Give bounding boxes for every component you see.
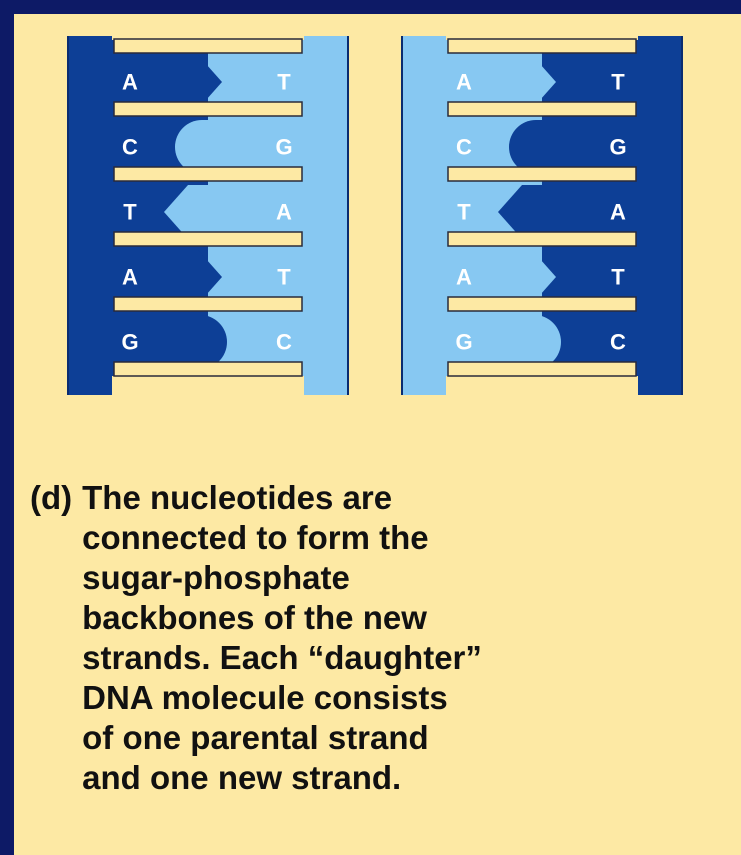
base-label-left: T [123,200,137,225]
base-label-right: G [609,135,626,160]
ladder-rung [448,297,636,311]
base-label-right: T [611,70,625,95]
figure-caption: (d) The nucleotides are connected to for… [30,478,710,798]
caption-marker: (d) [30,478,82,798]
base-label-right: A [276,200,292,225]
dna-molecule: A T C G T A A T G C [402,36,682,395]
base-label-right: G [275,135,292,160]
base-label-right: T [277,70,291,95]
base-label-left: T [457,200,471,225]
base-label-right: T [277,265,291,290]
ladder-rung [114,232,302,246]
ladder-rung [114,297,302,311]
ladder-rung [448,362,636,376]
base-label-right: C [276,330,292,355]
dna-molecule: A T C G T A A T G C [68,36,348,395]
caption-line: The nucleotides are [82,478,710,518]
caption-line: backbones of the new [82,598,710,638]
base-label-left: G [121,330,138,355]
base-label-left: A [122,70,138,95]
base-label-right: A [610,200,626,225]
ladder-rung [448,39,636,53]
ladder-rung [448,167,636,181]
ladder-rung [114,39,302,53]
ladder-rung [114,362,302,376]
ladder-rung [448,232,636,246]
base-label-left: A [122,265,138,290]
strand-end-gap [446,376,638,395]
caption-line: sugar-phosphate [82,558,710,598]
base-label-left: C [122,135,138,160]
caption-line: and one new strand. [82,758,710,798]
ladder-rung [114,102,302,116]
base-label-left: C [456,135,472,160]
base-label-right: T [611,265,625,290]
ladder-rung [448,102,636,116]
ladder-rung [114,167,302,181]
caption-line: strands. Each “daughter” [82,638,710,678]
base-label-left: A [456,265,472,290]
caption-line: of one parental strand [82,718,710,758]
caption-line: connected to form the [82,518,710,558]
base-label-left: G [455,330,472,355]
caption-line: DNA molecule consists [82,678,710,718]
strand-end-gap [112,376,304,395]
base-label-left: A [456,70,472,95]
caption-text: The nucleotides are connected to form th… [82,478,710,798]
dna-replication-diagram: A T C G T A A T G C A T C G T A A T G C [0,0,741,470]
base-label-right: C [610,330,626,355]
